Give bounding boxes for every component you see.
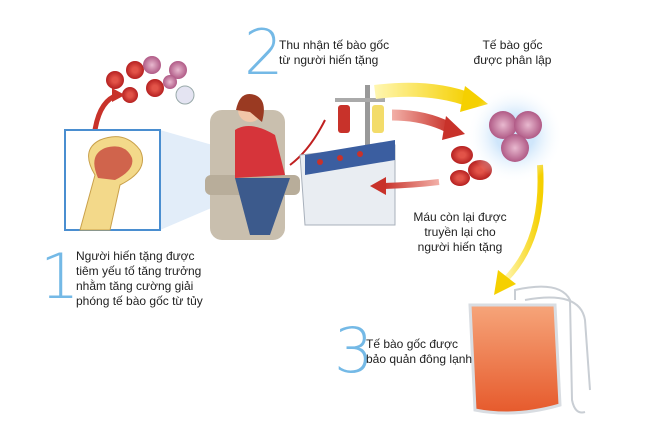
text-line: Tế bào gốc (482, 38, 543, 52)
isolated-label: Tế bào gốc được phân lập (470, 38, 555, 68)
arrow-to-isolated-icon (374, 82, 473, 107)
text-line: bảo quản đông lạnh (366, 352, 473, 366)
step-2-text: Thu nhận tế bào gốc từ người hiến tặng (279, 38, 389, 68)
text-line: từ người hiến tặng (279, 53, 379, 67)
red-blood-cells (450, 146, 492, 186)
text-line: Thu nhận tế bào gốc (279, 38, 390, 52)
text-line: Máu còn lại được (413, 210, 507, 224)
text-line: người hiến tặng (417, 240, 503, 254)
arrow-to-bag-icon (502, 164, 544, 283)
donor-illustration (205, 94, 326, 240)
step-1-number: 1 (40, 240, 80, 313)
text-line: được phân lập (473, 53, 552, 67)
isolated-stem-cells (467, 87, 563, 183)
step-3-number: 3 (334, 314, 374, 387)
frozen-stem-cell-bag (468, 285, 591, 415)
text-line: nhằm tăng cường giải (76, 279, 194, 293)
step-3-text: Tế bào gốc được bảo quản đông lạnh (366, 337, 472, 367)
arrow-return-icon (370, 177, 386, 195)
text-line: tiêm yếu tố tăng trưởng (76, 264, 202, 278)
step-2-number: 2 (244, 16, 284, 89)
text-line: phóng tế bào gốc từ tủy (76, 294, 203, 308)
text-line: Người hiến tặng được (76, 249, 195, 263)
text-line: Tế bào gốc được (366, 337, 458, 351)
arrow-to-red-cells-icon (391, 109, 453, 133)
step-1-text: Người hiến tặng được tiêm yếu tố tăng tr… (76, 249, 203, 309)
apheresis-machine (299, 85, 396, 226)
blood-cells-cluster (106, 56, 195, 105)
returned-blood-label: Máu còn lại được truyền lại cho người hi… (405, 210, 515, 255)
text-line: truyền lại cho (424, 225, 496, 239)
